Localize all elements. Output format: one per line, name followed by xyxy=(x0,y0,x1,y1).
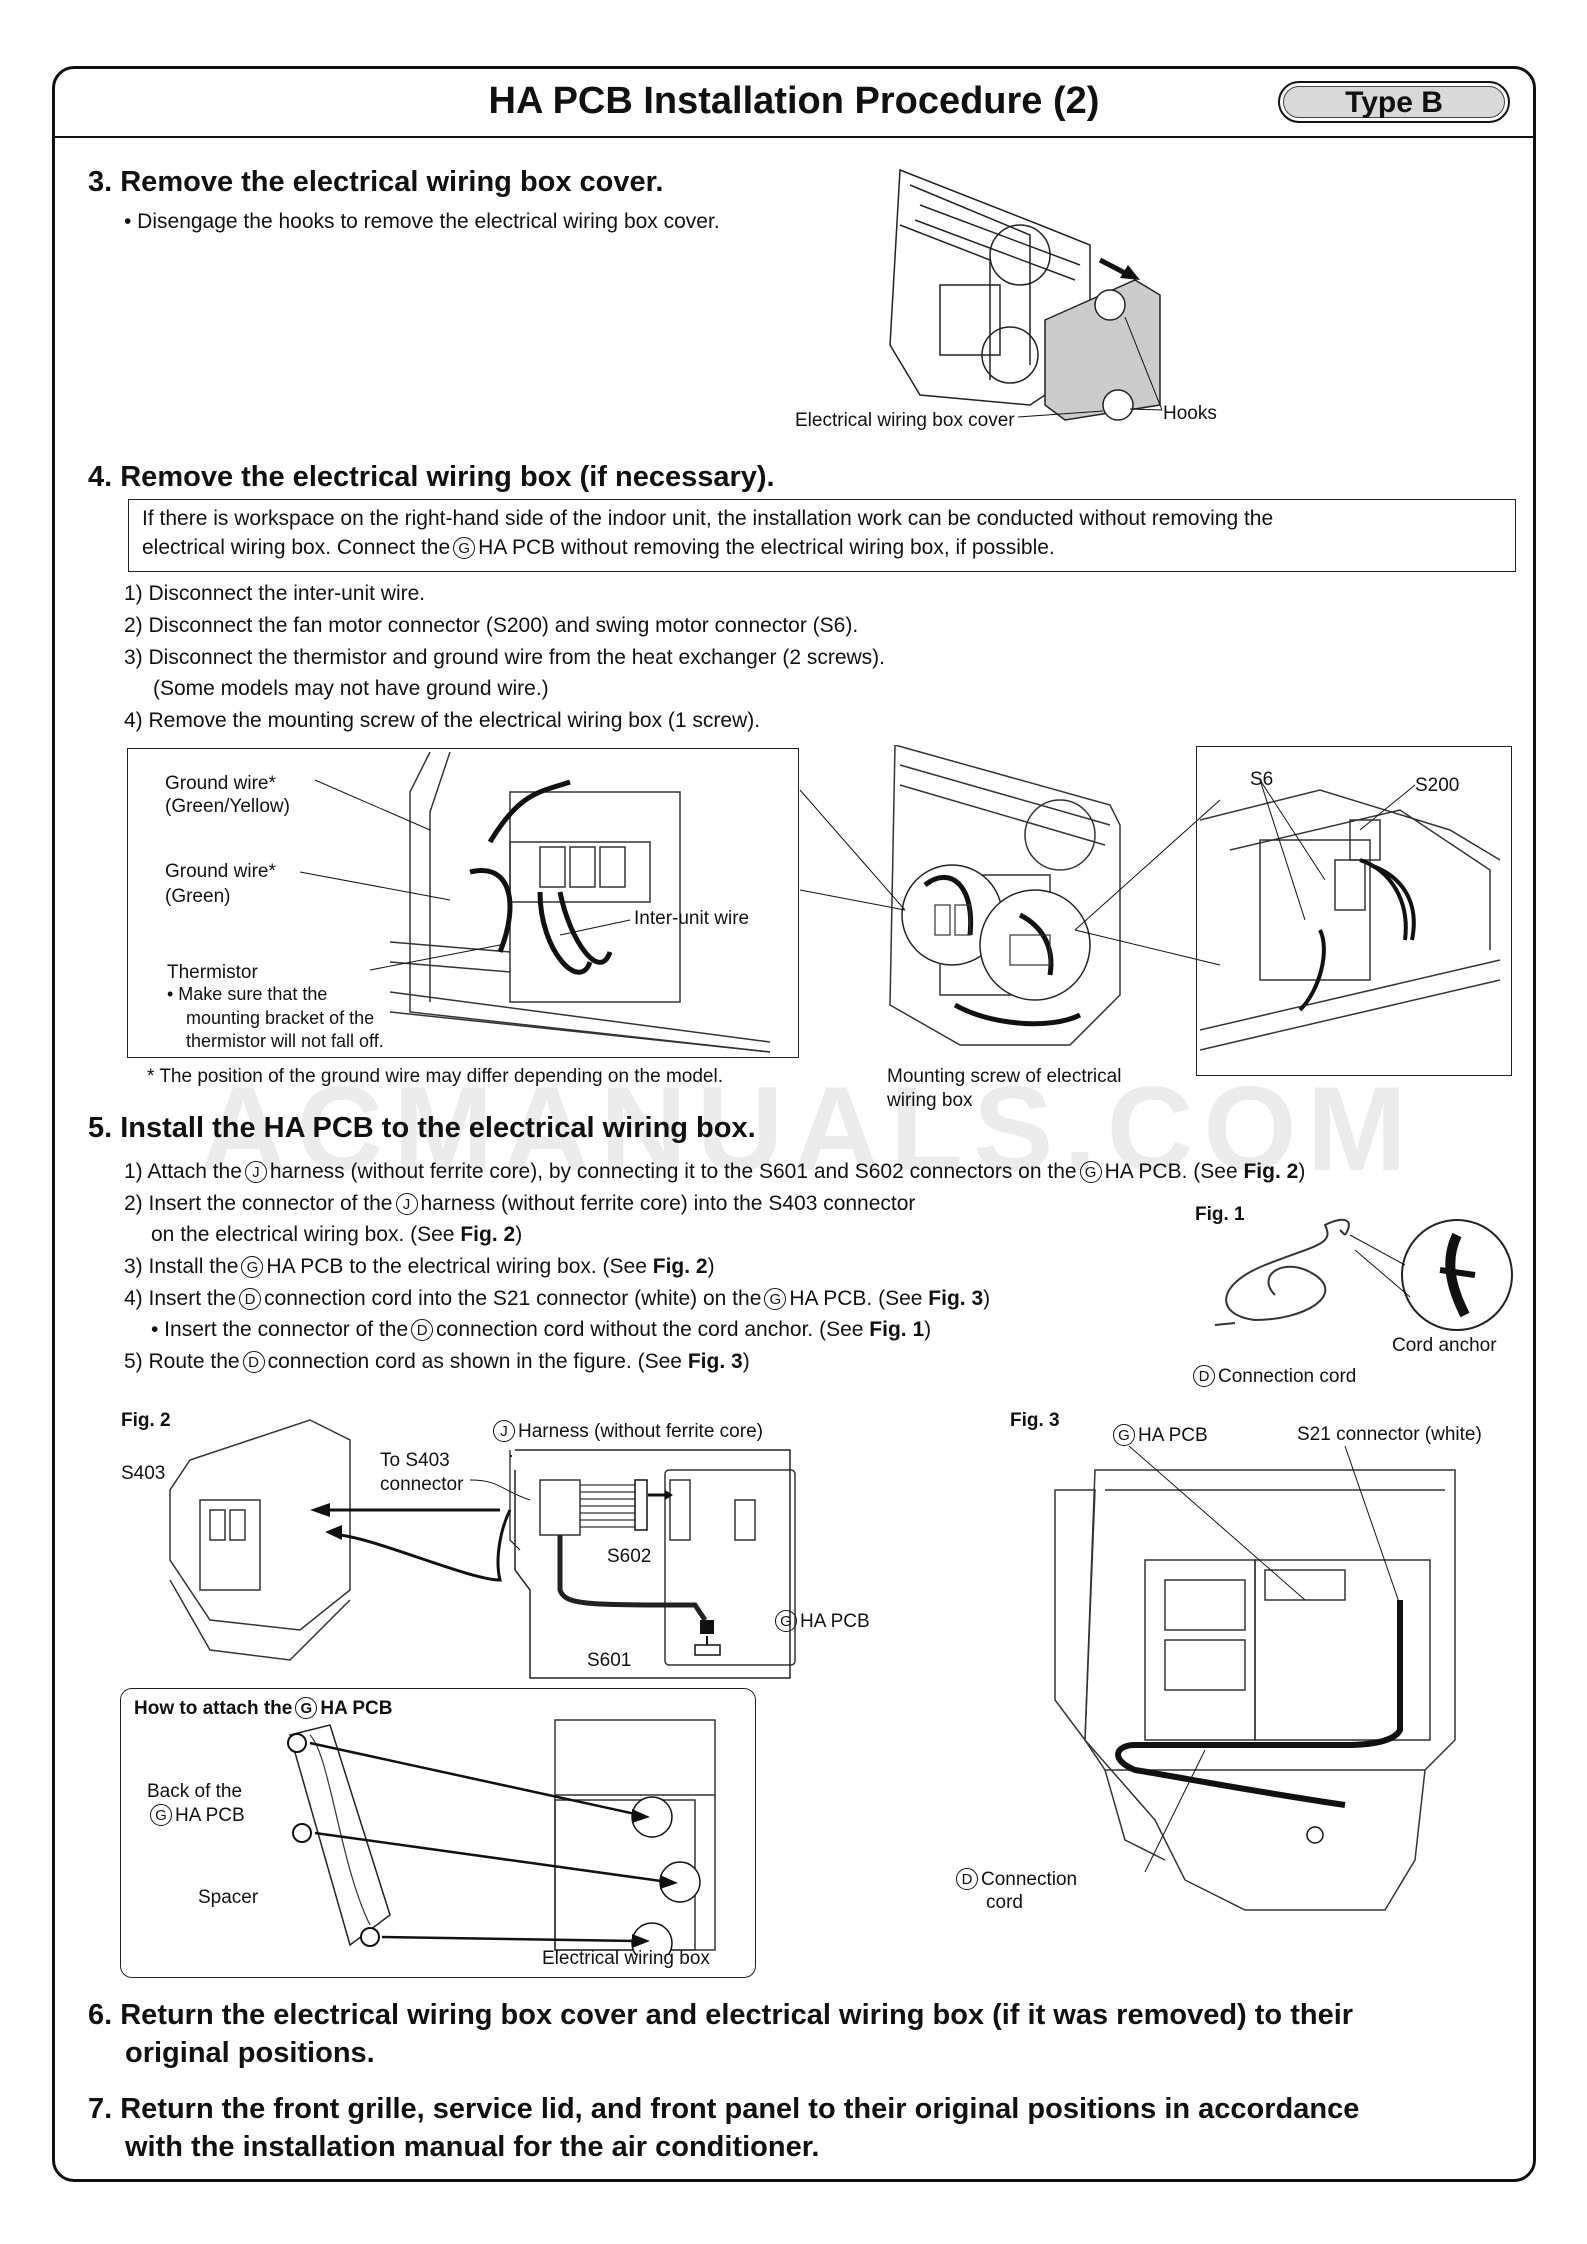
step4-detail-figure xyxy=(390,752,771,1053)
label-ground-g-2: (Green) xyxy=(165,886,231,907)
label-s6: S6 xyxy=(1250,769,1274,790)
step4-leader-lines xyxy=(300,779,631,971)
step4-item-3-note: (Some models may not have ground wire.) xyxy=(153,677,549,700)
step4-detail-box xyxy=(127,748,799,1058)
fig2-spacer-label: Spacer xyxy=(198,1887,259,1908)
fig3-title: Fig. 3 xyxy=(1010,1410,1060,1431)
fig2-to-s403-1: To S403 xyxy=(380,1450,450,1471)
label-ground-g-1: Ground wire* xyxy=(165,861,276,882)
step4-unit-figure xyxy=(889,745,1121,1046)
label-inter-unit: Inter-unit wire xyxy=(634,908,750,929)
label-ground-gy-2: (Green/Yellow) xyxy=(165,796,290,817)
title-bar: HA PCB Installation Procedure (2) xyxy=(52,66,1536,138)
fig3-connection-2: cord xyxy=(986,1892,1023,1913)
label-mounting-2: wiring box xyxy=(887,1090,973,1111)
step4-heading: 4. Remove the electrical wiring box (if … xyxy=(88,461,775,493)
step3-figure xyxy=(889,168,1163,421)
fig2-harness-figure xyxy=(539,1469,796,1666)
label-cover: Electrical wiring box cover xyxy=(795,410,1015,431)
step5-item-2-line2: on the electrical wiring box. (See Fig. … xyxy=(151,1223,523,1246)
fig3-s21: S21 connector (white) xyxy=(1297,1424,1482,1445)
step3-heading: 3. Remove the electrical wiring box cove… xyxy=(88,166,664,198)
step4-item-2: 2) Disconnect the fan motor connector (S… xyxy=(124,614,859,637)
step4-item-3: 3) Disconnect the thermistor and ground … xyxy=(124,646,886,669)
step7-heading: 7. Return the front grille, service lid,… xyxy=(88,2093,1360,2163)
label-hooks: Hooks xyxy=(1163,403,1217,424)
label-thermistor-note-2: mounting bracket of the xyxy=(186,1008,375,1028)
fig2-harness-outline xyxy=(514,1449,791,1679)
fig2-arrows xyxy=(310,1479,531,1582)
label-s200: S200 xyxy=(1415,775,1460,796)
step5-heading: 5. Install the HA PCB to the electrical … xyxy=(88,1112,756,1144)
fig2-back-1: Back of the xyxy=(147,1781,243,1802)
label-thermistor: Thermistor xyxy=(167,962,258,983)
label-ground-gy-1: Ground wire* xyxy=(165,773,276,794)
label-mounting-1: Mounting screw of electrical xyxy=(887,1066,1122,1087)
page-title: HA PCB Installation Procedure (2) xyxy=(488,80,1100,122)
label-thermistor-note-1: • Make sure that the xyxy=(167,984,328,1004)
step3-bullet: • Disengage the hooks to remove the elec… xyxy=(124,210,720,233)
fig1-cord-anchor: Cord anchor xyxy=(1392,1335,1497,1356)
fig2-s601: S601 xyxy=(587,1650,632,1671)
watermark: ACMANUALS.COM xyxy=(200,1062,1417,1196)
fig2-ewb-label: Electrical wiring box xyxy=(542,1948,710,1969)
label-footnote: * The position of the ground wire may di… xyxy=(147,1066,724,1087)
label-thermistor-note-3: thermistor will not fall off. xyxy=(186,1031,384,1051)
step4-item-1: 1) Disconnect the inter-unit wire. xyxy=(124,582,426,605)
fig3-figure xyxy=(1054,1445,1456,1911)
fig2-how-to-box xyxy=(120,1688,756,1978)
page-frame xyxy=(52,66,1536,2182)
fig2-how-to-figure xyxy=(287,1719,716,1955)
step4-note-line1: If there is workspace on the right-hand … xyxy=(142,507,1274,530)
fig2-s602: S602 xyxy=(607,1546,652,1567)
fig2-spacer xyxy=(510,1455,512,1457)
step6-heading: 6. Return the electrical wiring box cove… xyxy=(88,1999,1354,2069)
fig2-title: Fig. 2 xyxy=(121,1410,171,1431)
type-badge: Type B xyxy=(1278,81,1510,123)
step4-item-4: 4) Remove the mounting screw of the elec… xyxy=(124,709,761,732)
step4-note-box xyxy=(128,499,1516,572)
fig2-figure xyxy=(169,1419,521,1661)
fig1-figure xyxy=(1214,1218,1513,1331)
step4-callout-lines xyxy=(799,789,1221,966)
step4-connector-figure xyxy=(1200,779,1501,1051)
fig2-to-s403-2: connector xyxy=(380,1474,464,1495)
fig2-s403: S403 xyxy=(121,1463,166,1484)
step4-connector-box xyxy=(1196,746,1512,1076)
fig1-title: Fig. 1 xyxy=(1195,1204,1245,1225)
